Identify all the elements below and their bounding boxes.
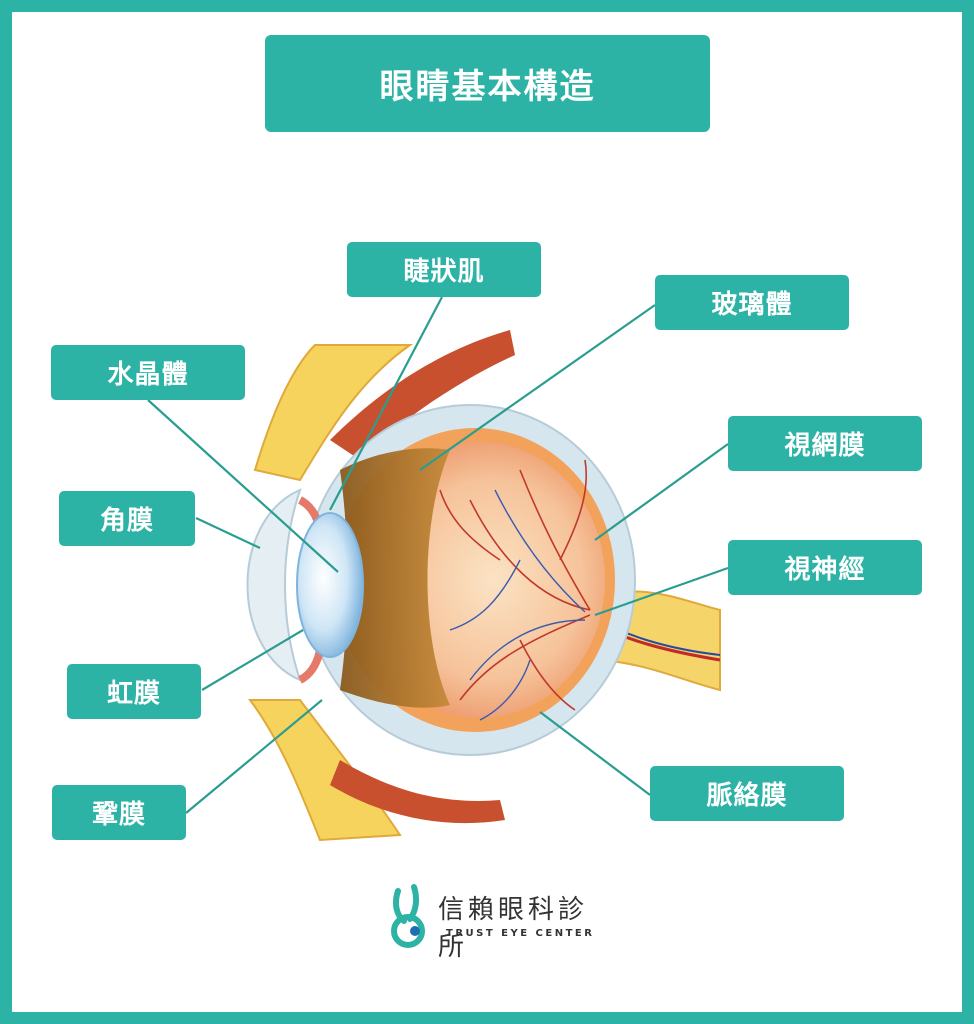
label-optic-nerve: 視神經: [728, 540, 922, 595]
clinic-logo-icon: [391, 884, 425, 948]
lower-bone: [248, 699, 402, 842]
leader-iris: [201, 629, 304, 691]
clinic-subtitle: TRUST EYE CENTER: [446, 928, 595, 939]
leader-vitreous: [419, 304, 656, 471]
label-vitreous: 玻璃體: [655, 275, 849, 330]
leader-cornea: [195, 517, 261, 549]
clinic-name: 信賴眼科診所: [438, 895, 589, 962]
leader-ciliary: [329, 296, 443, 511]
leader-optic: [594, 566, 729, 617]
label-cornea: 角膜: [59, 491, 195, 546]
cornea-shape: [246, 488, 302, 682]
leader-retina: [594, 443, 729, 541]
leader-lens: [147, 399, 339, 573]
clinic-logo: 信賴眼科診所 TRUST EYE CENTER: [386, 883, 596, 962]
lens-shape: [296, 512, 364, 658]
label-sclera: 鞏膜: [52, 785, 186, 840]
leader-sclera: [185, 699, 323, 814]
leader-choroid: [539, 711, 651, 796]
upper-muscle: [330, 330, 515, 460]
ciliary-body-shape: [340, 448, 450, 708]
label-choroid: 脈絡膜: [650, 766, 844, 821]
label-iris: 虹膜: [67, 664, 201, 719]
lower-muscle: [330, 760, 505, 824]
upper-bone: [253, 344, 414, 482]
label-retina: 視網膜: [728, 416, 922, 471]
page-title: 眼睛基本構造: [265, 35, 710, 132]
label-ciliary-muscle: 睫狀肌: [347, 242, 541, 297]
label-lens: 水晶體: [51, 345, 245, 400]
